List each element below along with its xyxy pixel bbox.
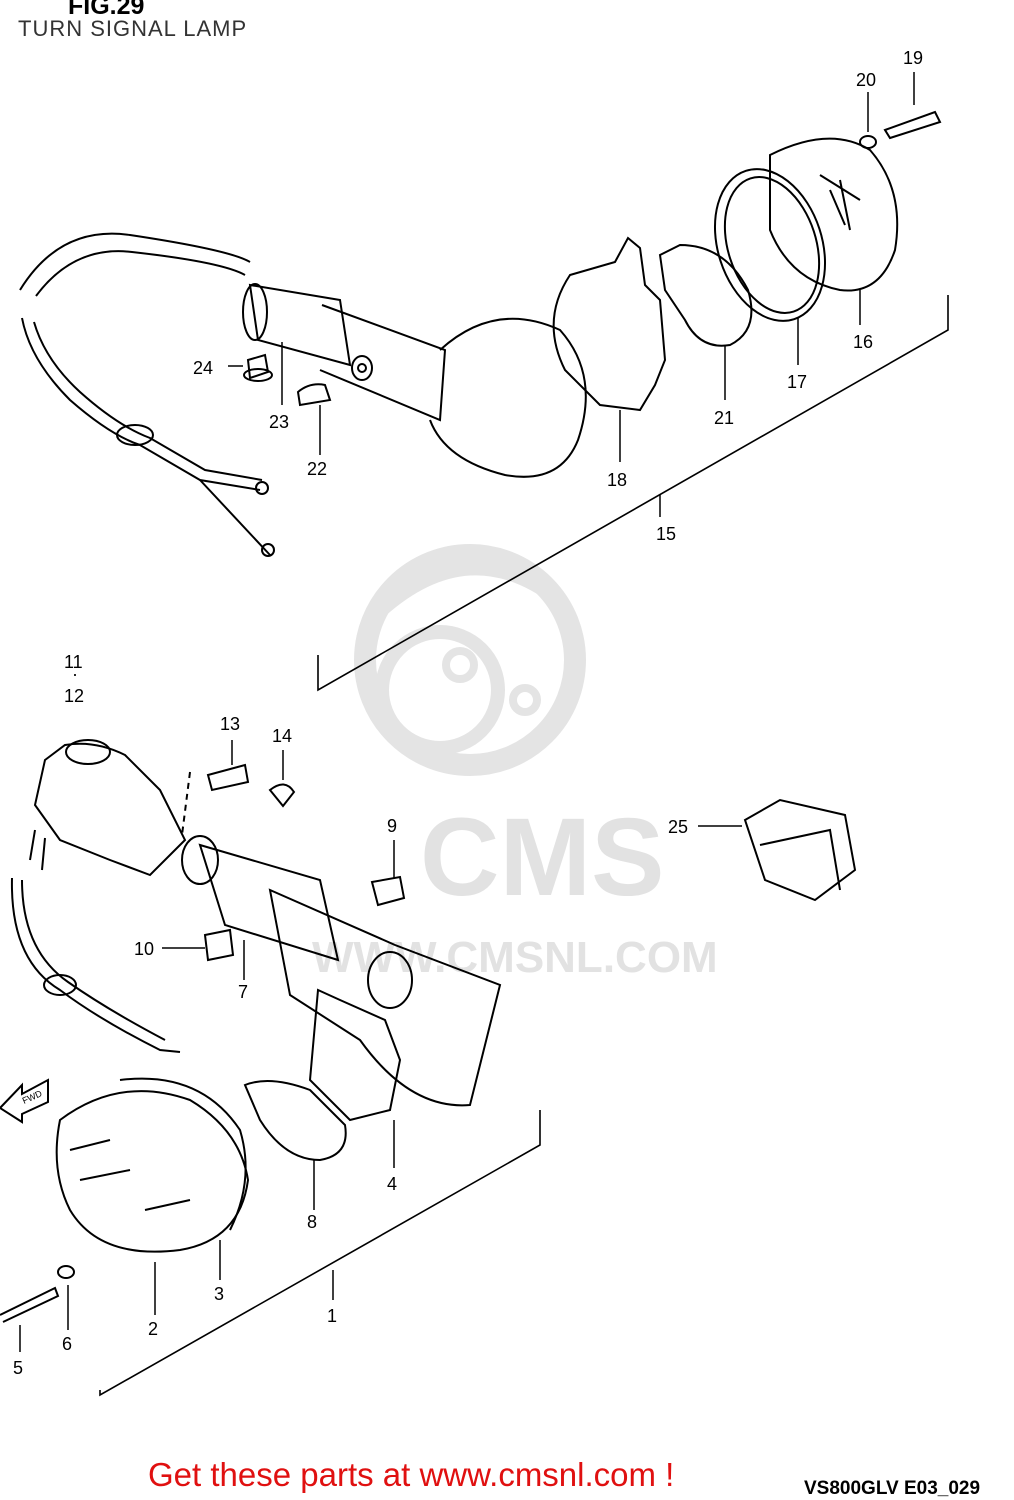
callout-11: 11	[64, 652, 83, 672]
screw-19	[883, 110, 942, 140]
lens-2	[55, 1090, 250, 1253]
relay-25	[743, 798, 857, 902]
callout-8: 8	[307, 1212, 317, 1232]
callout-1: 1	[327, 1306, 337, 1326]
leader-lines	[19, 72, 915, 1352]
get-parts-link[interactable]: Get these parts at www.cmsnl.com !	[148, 1456, 675, 1493]
callout-7: 7	[238, 982, 248, 1002]
mount-bracket-11-12	[33, 742, 187, 877]
model-code: VS800GLV E03_029	[804, 1478, 981, 1499]
callout-14: 14	[272, 726, 292, 746]
callout-5: 5	[13, 1358, 23, 1378]
watermark-brand: CMS	[420, 796, 664, 919]
washer-6	[57, 1265, 75, 1279]
callout-15: 15	[656, 524, 676, 544]
upper-lamp-assembly	[19, 110, 949, 692]
cmsnl-watermark: CMS WWW.CMSNL.COM	[312, 544, 718, 982]
bulb-21	[658, 243, 753, 347]
lower-lamp-assembly	[0, 739, 857, 1397]
screw-5	[0, 1286, 60, 1323]
callout-2: 2	[148, 1319, 158, 1339]
callout-10: 10	[134, 939, 154, 959]
lamp-shell-15	[429, 317, 587, 478]
screw-13	[206, 763, 250, 792]
callout-18: 18	[607, 470, 627, 490]
callout-17: 17	[787, 372, 807, 392]
callout-25: 25	[668, 817, 688, 837]
lamp-housing-4	[268, 888, 502, 1107]
callout-22: 22	[307, 459, 327, 479]
callout-19: 19	[903, 48, 923, 68]
screw-24	[246, 353, 270, 380]
callout-3: 3	[214, 1284, 224, 1304]
callout-12: 12	[64, 686, 84, 706]
screw-10	[203, 928, 235, 962]
callout-24: 24	[193, 358, 213, 378]
gasket-17	[713, 168, 827, 322]
socket-plate-18	[552, 236, 667, 412]
screw-9	[370, 875, 406, 907]
bulb-8	[243, 1080, 347, 1162]
svg-text:·: ·	[72, 664, 78, 684]
callout-labels: 19 20 16 17 21 18 15 24 23 22 11 · 12 13…	[13, 48, 923, 1378]
callout-21: 21	[714, 408, 734, 428]
diagram-title: TURN SIGNAL LAMP	[18, 16, 248, 41]
callout-6: 6	[62, 1334, 72, 1354]
lower-wire-harness	[10, 877, 181, 1053]
fwd-arrow-icon: FWD	[0, 1078, 49, 1124]
washer-20	[859, 135, 877, 149]
lamp-body-7	[198, 843, 340, 962]
nut-14	[268, 783, 296, 808]
lens-16	[769, 137, 899, 292]
callout-16: 16	[853, 332, 873, 352]
callout-4: 4	[387, 1174, 397, 1194]
callout-20: 20	[856, 70, 876, 90]
callout-9: 9	[387, 816, 397, 836]
figure-number: FIG.29	[68, 0, 145, 20]
upper-wire-harness	[19, 232, 251, 291]
callout-13: 13	[220, 714, 240, 734]
screw-22	[296, 383, 332, 407]
callout-23: 23	[269, 412, 289, 432]
watermark-url: WWW.CMSNL.COM	[312, 933, 718, 982]
lamp-body-23	[248, 283, 352, 367]
